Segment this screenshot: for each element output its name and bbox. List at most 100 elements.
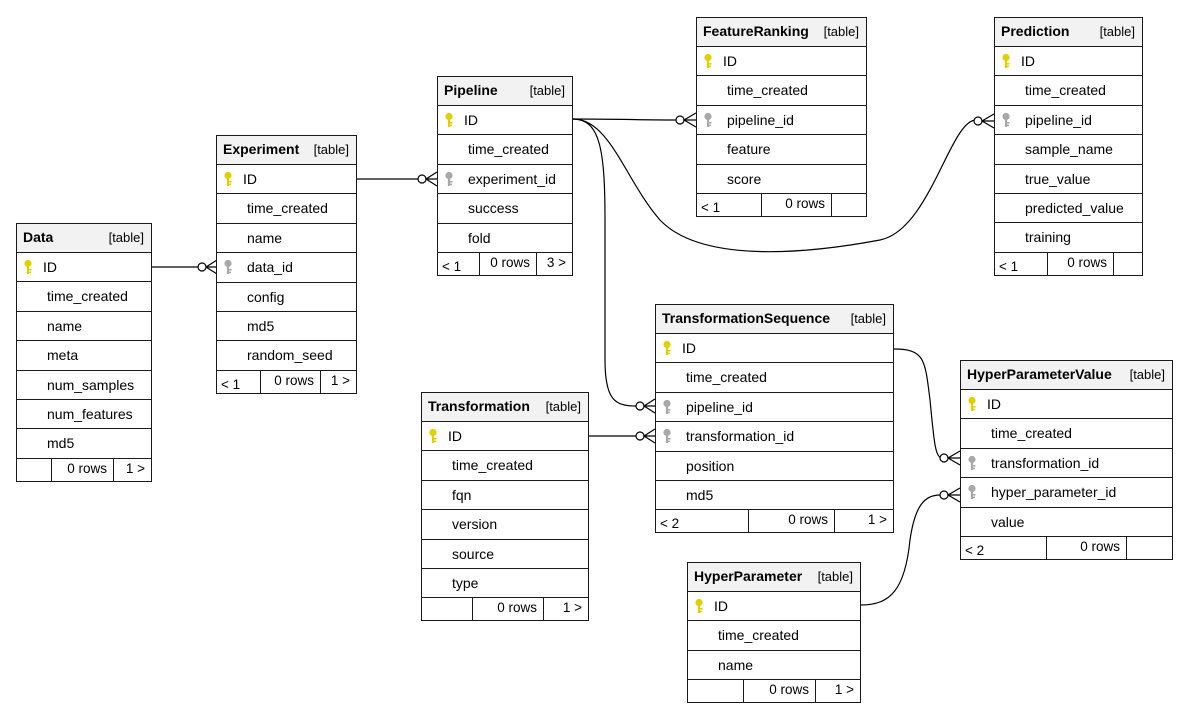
table-header[interactable]: Experiment[table] <box>217 136 356 165</box>
column-row[interactable]: predicted_value <box>995 194 1142 224</box>
column-row[interactable]: fqn <box>422 481 588 511</box>
column-name: fold <box>468 229 491 246</box>
column-name: ID <box>1021 53 1035 69</box>
column-row[interactable]: ID <box>697 47 866 77</box>
column-row[interactable]: feature <box>697 135 866 165</box>
rel-transformationsequence-hyperparametervalue <box>893 348 943 459</box>
table-name: Transformation <box>428 398 530 414</box>
column-row[interactable]: ID <box>217 165 356 195</box>
prev-page-button[interactable]: < 1 <box>701 199 721 215</box>
column-row[interactable]: ID <box>438 106 572 136</box>
prev-page-button[interactable]: < 1 <box>221 376 241 392</box>
column-row[interactable]: time_created <box>217 194 356 224</box>
next-page-button[interactable] <box>831 193 866 216</box>
column-row[interactable]: data_id <box>217 253 356 283</box>
prev-page-button[interactable]: < 1 <box>442 258 462 274</box>
prev-page-button[interactable] <box>422 598 472 620</box>
column-name: time_created <box>727 82 808 99</box>
column-row[interactable]: time_created <box>688 621 860 651</box>
column-row[interactable]: name <box>17 312 151 342</box>
column-row[interactable]: md5 <box>656 481 893 511</box>
table-header[interactable]: Pipeline[table] <box>438 77 572 106</box>
rel-pipeline-featureranking <box>572 118 681 121</box>
column-row[interactable]: training <box>995 223 1142 253</box>
column-row[interactable]: time_created <box>656 363 893 393</box>
column-row[interactable]: time_created <box>17 282 151 312</box>
column-row[interactable]: md5 <box>17 429 151 459</box>
next-page-button[interactable]: 1 > <box>834 510 893 533</box>
column-row[interactable]: time_created <box>697 76 866 106</box>
table-header[interactable]: HyperParameter[table] <box>688 563 860 592</box>
column-row[interactable]: num_features <box>17 400 151 430</box>
column-row[interactable]: time_created <box>422 451 588 481</box>
column-row[interactable]: ID <box>17 253 151 283</box>
column-row[interactable]: type <box>422 569 588 599</box>
column-row[interactable]: name <box>217 224 356 254</box>
column-name: success <box>468 200 519 217</box>
column-row[interactable]: num_samples <box>17 371 151 400</box>
table-header[interactable]: TransformationSequence[table] <box>656 305 893 334</box>
column-row[interactable]: ID <box>995 47 1142 77</box>
column-row[interactable]: fold <box>438 224 572 253</box>
column-row[interactable]: source <box>422 540 588 569</box>
prev-page-button[interactable]: < 2 <box>660 516 680 532</box>
next-page-button[interactable] <box>1113 252 1142 275</box>
column-name: type <box>452 574 479 591</box>
next-page-button[interactable]: 1 > <box>113 458 151 481</box>
column-row[interactable]: experiment_id <box>438 165 572 195</box>
column-row[interactable]: sample_name <box>995 135 1142 165</box>
column-row[interactable]: time_created <box>995 76 1142 106</box>
key-icon <box>428 428 442 444</box>
next-page-button[interactable]: 1 > <box>815 680 860 703</box>
column-name: pipeline_id <box>727 111 794 128</box>
table-header[interactable]: FeatureRanking[table] <box>697 18 866 47</box>
table-header[interactable]: Data[table] <box>17 224 151 253</box>
column-row[interactable]: ID <box>961 390 1172 420</box>
column-row[interactable]: hyper_parameter_id <box>961 478 1172 508</box>
table-header[interactable]: Transformation[table] <box>422 393 588 422</box>
column-row[interactable]: pipeline_id <box>656 393 893 423</box>
next-page-button[interactable] <box>1126 536 1172 559</box>
column-row[interactable]: transformation_id <box>961 449 1172 479</box>
column-row[interactable]: md5 <box>217 312 356 342</box>
column-row[interactable]: pipeline_id <box>995 106 1142 136</box>
next-page-button[interactable]: 1 > <box>320 370 356 393</box>
table-header[interactable]: Prediction[table] <box>995 18 1142 47</box>
next-page-button[interactable]: 3 > <box>536 252 572 275</box>
column-row[interactable]: true_value <box>995 165 1142 194</box>
column-row[interactable]: name <box>688 651 860 681</box>
prev-page-button[interactable]: < 1 <box>999 258 1019 274</box>
column-row[interactable]: transformation_id <box>656 422 893 452</box>
column-row[interactable]: config <box>217 283 356 312</box>
column-row[interactable]: success <box>438 194 572 224</box>
column-row[interactable]: version <box>422 510 588 540</box>
table-header[interactable]: HyperParameterValue[table] <box>961 361 1172 390</box>
column-row[interactable]: ID <box>688 592 860 622</box>
column-row[interactable]: time_created <box>961 419 1172 449</box>
column-row[interactable]: random_seed <box>217 341 356 371</box>
column-row[interactable]: pipeline_id <box>697 106 866 136</box>
prev-page-button[interactable] <box>17 459 51 481</box>
next-page-button[interactable]: 1 > <box>543 598 588 621</box>
column-row[interactable]: value <box>961 508 1172 537</box>
prev-page-button[interactable] <box>688 680 743 702</box>
column-row[interactable]: meta <box>17 341 151 371</box>
column-row[interactable]: time_created <box>438 135 572 165</box>
column-row[interactable]: position <box>656 452 893 481</box>
column-row[interactable]: ID <box>422 422 588 452</box>
column-row[interactable]: score <box>697 165 866 194</box>
prev-page-button[interactable]: < 2 <box>965 542 985 558</box>
column-row[interactable]: ID <box>656 334 893 364</box>
column-name: time_created <box>452 457 533 474</box>
